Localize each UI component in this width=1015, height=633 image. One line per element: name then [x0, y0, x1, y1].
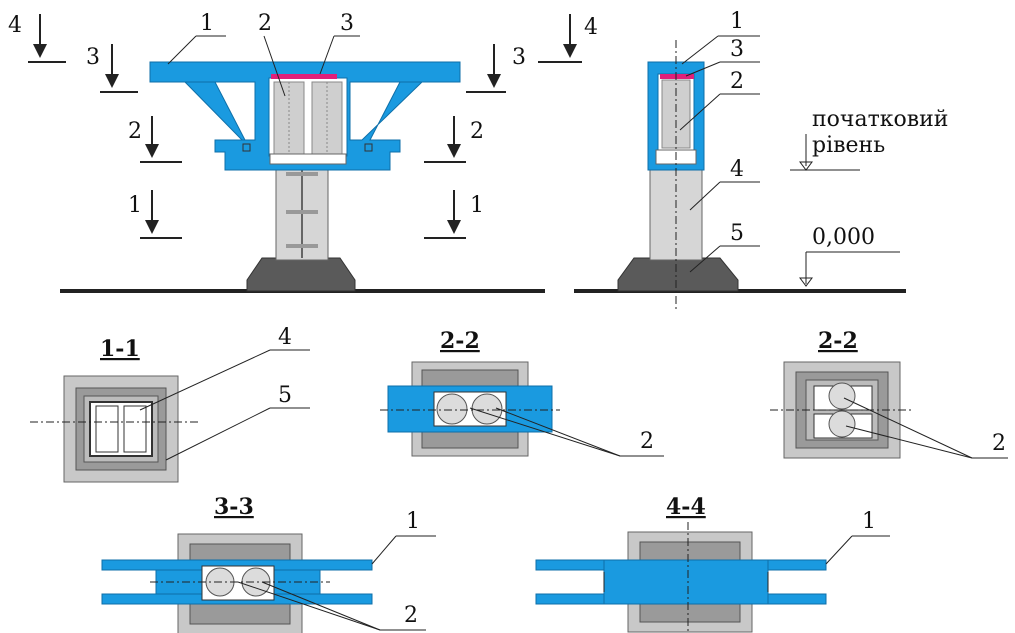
- label-2-front: 2: [258, 11, 272, 36]
- svg-text:1: 1: [470, 193, 484, 218]
- section-marker-3-right: 3: [466, 44, 526, 93]
- svg-text:2: 2: [404, 603, 418, 628]
- front-view: 1 2 3 4 3 2 1: [8, 11, 545, 293]
- pink-plate-front: [271, 74, 337, 79]
- svg-text:4-4: 4-4: [666, 494, 706, 520]
- svg-text:1: 1: [730, 9, 744, 34]
- section-4-4: 4-4 1: [535, 494, 890, 633]
- section-marker-2-right: 2: [424, 116, 484, 163]
- section-2-2-a: 2-2 2: [380, 328, 664, 457]
- section-marker-1-right: 1: [424, 190, 484, 239]
- svg-text:3: 3: [512, 45, 526, 70]
- svg-text:5: 5: [278, 383, 292, 408]
- side-view: 4 1 3 2 4 5 початковий рівень 0,000: [538, 9, 948, 310]
- label-3-front: 3: [340, 11, 354, 36]
- section-1-1: 1-1 4 5: [30, 325, 310, 483]
- section-marker-4-left: 4: [8, 13, 66, 63]
- svg-text:3-3: 3-3: [214, 494, 254, 520]
- section-marker-4-right: 4: [538, 14, 598, 63]
- svg-text:3: 3: [86, 45, 100, 70]
- initial-level-label-2: рівень: [812, 133, 885, 158]
- svg-text:3: 3: [730, 37, 744, 62]
- section-marker-1-left: 1: [128, 190, 182, 239]
- column-side: [649, 169, 703, 261]
- svg-text:2: 2: [640, 429, 654, 454]
- svg-text:4: 4: [8, 13, 22, 38]
- svg-text:4: 4: [584, 15, 598, 40]
- svg-text:2-2: 2-2: [818, 328, 858, 354]
- svg-text:1: 1: [862, 509, 876, 534]
- section-marker-2-left: 2: [128, 116, 182, 163]
- section-2-2-b: 2-2 2: [770, 328, 1008, 459]
- svg-text:1-1: 1-1: [100, 336, 140, 362]
- footing-side: [617, 257, 739, 292]
- svg-text:4: 4: [730, 157, 744, 182]
- svg-text:2: 2: [470, 119, 484, 144]
- zero-level-label: 0,000: [812, 225, 875, 250]
- initial-level-label-1: початковий: [812, 107, 948, 132]
- section-3-3: 3-3 1 2: [101, 494, 436, 633]
- footing-front: [246, 257, 356, 292]
- section-marker-3-left: 3: [86, 44, 138, 93]
- svg-text:1: 1: [128, 193, 142, 218]
- svg-text:1: 1: [406, 509, 420, 534]
- svg-text:2: 2: [992, 431, 1006, 456]
- svg-text:2: 2: [730, 69, 744, 94]
- label-1-front: 1: [200, 11, 214, 36]
- svg-text:5: 5: [730, 221, 744, 246]
- svg-text:4: 4: [278, 325, 292, 350]
- svg-text:2-2: 2-2: [440, 328, 480, 354]
- svg-text:2: 2: [128, 119, 142, 144]
